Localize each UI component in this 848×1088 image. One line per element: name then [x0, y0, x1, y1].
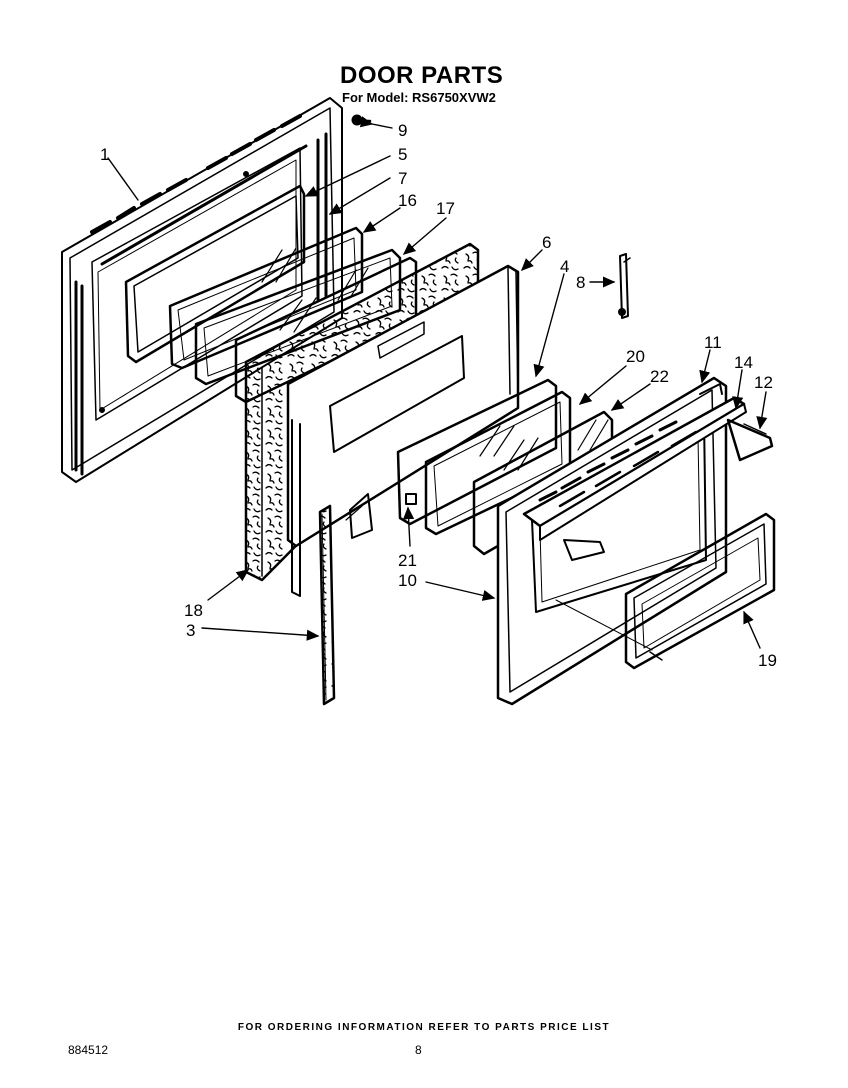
callout-5: 5 [398, 145, 407, 164]
callout-17: 17 [436, 199, 455, 218]
retainer-clip [405, 493, 417, 505]
callout-16: 16 [398, 191, 417, 210]
callout-21: 21 [398, 551, 417, 570]
window-gasket-inner [624, 512, 776, 670]
callout-12: 12 [754, 373, 773, 392]
top-trim [699, 383, 723, 395]
callout-19: 19 [758, 651, 777, 670]
callout-6: 6 [542, 233, 551, 252]
door-handle-trim [522, 396, 774, 561]
ordering-note: FOR ORDERING INFORMATION REFER TO PARTS … [237, 1022, 611, 1033]
callout-7: 7 [398, 169, 407, 188]
callout-20: 20 [626, 347, 645, 366]
inner-door-liner [286, 264, 520, 597]
inner-glass-pane [168, 226, 364, 370]
screw [351, 114, 372, 126]
glass-frame-rear [396, 378, 558, 526]
callout-1: 1 [100, 145, 109, 164]
callout-9: 9 [398, 121, 407, 140]
callout-11: 11 [704, 333, 722, 352]
window-gasket-frame [124, 184, 306, 364]
callout-14: 14 [734, 353, 753, 372]
page-number: 8 [415, 1043, 422, 1057]
callout-4: 4 [560, 257, 569, 276]
document-number: 884512 [68, 1043, 109, 1057]
callout-labels: 1 9 5 7 16 17 6 4 8 11 20 14 22 12 21 10… [100, 121, 777, 670]
model-line: For Model: RS6750XVW2 [342, 90, 496, 105]
page-title: DOOR PARTS [340, 62, 504, 89]
hinge-channel [318, 504, 336, 706]
callout-3: 3 [186, 621, 195, 640]
callout-8: 8 [576, 273, 585, 292]
leader-lines [107, 116, 768, 651]
callout-22: 22 [650, 367, 669, 386]
callout-10: 10 [398, 571, 417, 590]
callout-18: 18 [184, 601, 203, 620]
latch-clip [618, 253, 631, 319]
